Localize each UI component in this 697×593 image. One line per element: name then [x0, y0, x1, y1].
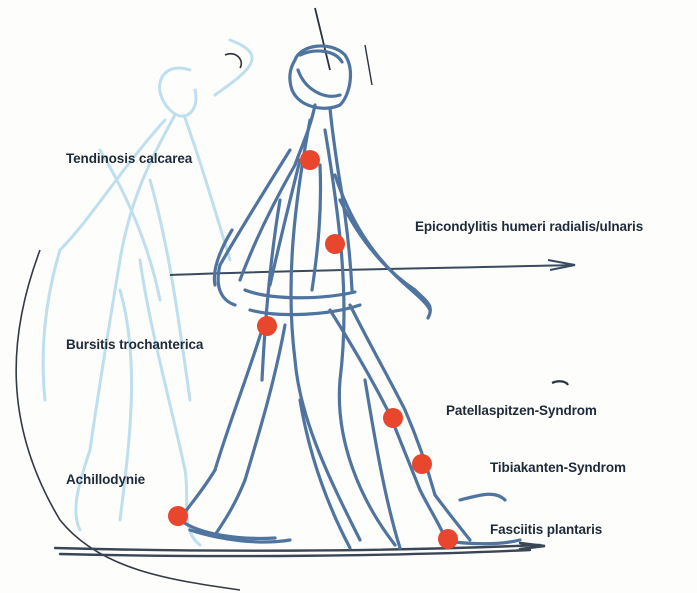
marker-heel[interactable] [168, 506, 188, 526]
label-epicondylitis: Epicondylitis humeri radialis/ulnaris [415, 219, 643, 234]
marker-shin[interactable] [412, 454, 432, 474]
label-tendinosis-calcarea: Tendinosis calcarea [66, 151, 192, 166]
label-bursitis-trochanterica: Bursitis trochanterica [66, 337, 203, 352]
motion-arc [16, 250, 240, 590]
label-tibiakanten-syndrom: Tibiakanten-Syndrom [490, 460, 626, 475]
marker-elbow[interactable] [325, 234, 345, 254]
marker-foot[interactable] [438, 529, 458, 549]
main-figure [180, 46, 520, 548]
markers [168, 150, 458, 549]
label-patellaspitzen-syndrom: Patellaspitzen-Syndrom [446, 403, 597, 418]
arm-line [170, 265, 575, 275]
marker-knee[interactable] [383, 408, 403, 428]
marker-shoulder[interactable] [300, 150, 320, 170]
label-achillodynie: Achillodynie [66, 472, 145, 487]
marker-hip[interactable] [257, 316, 277, 336]
label-fasciitis-plantaris: Fasciitis plantaris [490, 522, 602, 537]
